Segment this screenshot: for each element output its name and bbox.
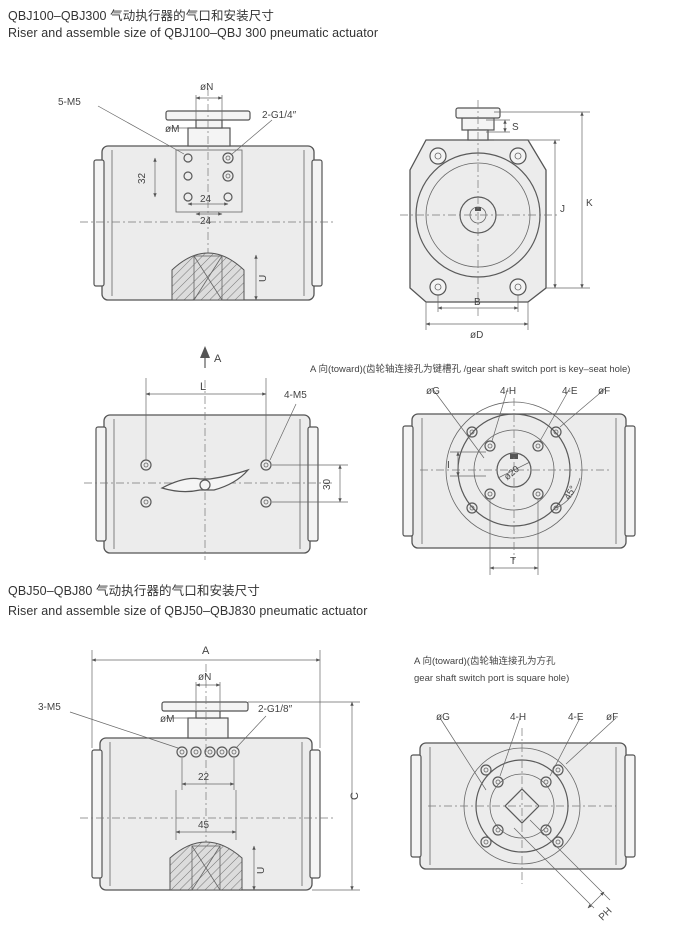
dim-label-32: 32	[137, 172, 148, 184]
dim-label-m-top: øM	[165, 124, 179, 135]
dim-label-u-bottom: U	[256, 867, 267, 874]
bottom-a-view	[410, 717, 636, 909]
dim-label-f-bottom: øF	[606, 712, 618, 723]
top-side-view	[400, 100, 590, 330]
dim-label-n-bottom: øN	[198, 672, 211, 683]
dim-label-a-bottom: A	[202, 645, 210, 657]
a-view-note-top: A 向(toward)(齿轮轴连接孔为键槽孔 /gear shaft switc…	[310, 363, 630, 375]
dim-label-i: I	[447, 460, 450, 471]
dim-label-24-a: 24	[200, 194, 212, 205]
a-view-note-bottom-1: A 向(toward)(齿轮轴连接孔为方孔	[414, 655, 556, 667]
dim-label-m-bottom: øM	[160, 714, 174, 725]
label-4-h-top: 4-H	[500, 386, 516, 397]
a-view-note-bottom-2: gear shaft switch port is square hole)	[414, 673, 569, 684]
dim-label-l: L	[200, 381, 206, 393]
label-5-m5: 5-M5	[58, 97, 81, 108]
view-arrow-a	[200, 346, 210, 368]
dim-label-30: 30	[322, 478, 333, 490]
top-front-view	[80, 88, 336, 301]
section2-title-en: Riser and assemble size of QBJ50–QBJ830 …	[8, 604, 368, 618]
dim-label-24-b: 24	[200, 216, 212, 227]
dim-label-k: K	[586, 198, 593, 209]
dim-label-22: 22	[198, 772, 210, 783]
top-a-view	[402, 387, 636, 575]
dim-label-g-bottom: øG	[436, 712, 450, 723]
section2-title-cn: QBJ50–QBJ80 气动执行器的气口和安装尺寸	[8, 584, 260, 598]
label-4-e-top: 4-E	[562, 386, 578, 397]
label-2-g14: 2-G1/4″	[262, 110, 297, 121]
dim-label-n-top: øN	[200, 82, 213, 93]
dim-label-45: 45	[198, 820, 210, 831]
view-label-a: A	[214, 353, 222, 365]
bottom-front-view	[69, 650, 360, 891]
dim-label-f-top: øF	[598, 386, 610, 397]
dim-label-u-top: U	[258, 275, 269, 282]
section1-title-cn: QBJ100–QBJ300 气动执行器的气口和安装尺寸	[8, 9, 274, 23]
dim-label-s: S	[512, 122, 519, 133]
section1-title-en: Riser and assemble size of QBJ100–QBJ 30…	[8, 26, 379, 40]
dim-label-d: øD	[470, 330, 483, 341]
label-3-m5: 3-M5	[38, 702, 61, 713]
label-4-h-bottom: 4-H	[510, 712, 526, 723]
dim-label-j: J	[560, 204, 565, 215]
label-2-g18: 2-G1/8″	[258, 704, 293, 715]
dim-label-t: T	[510, 556, 516, 567]
top-bottom-view	[84, 378, 348, 560]
label-4-e-bottom: 4-E	[568, 712, 584, 723]
label-4-m5: 4-M5	[284, 390, 307, 401]
dim-label-c: C	[349, 792, 361, 800]
dim-label-ph: PH	[597, 906, 615, 924]
dim-label-b: B	[474, 297, 481, 308]
dim-label-g-top: øG	[426, 386, 440, 397]
